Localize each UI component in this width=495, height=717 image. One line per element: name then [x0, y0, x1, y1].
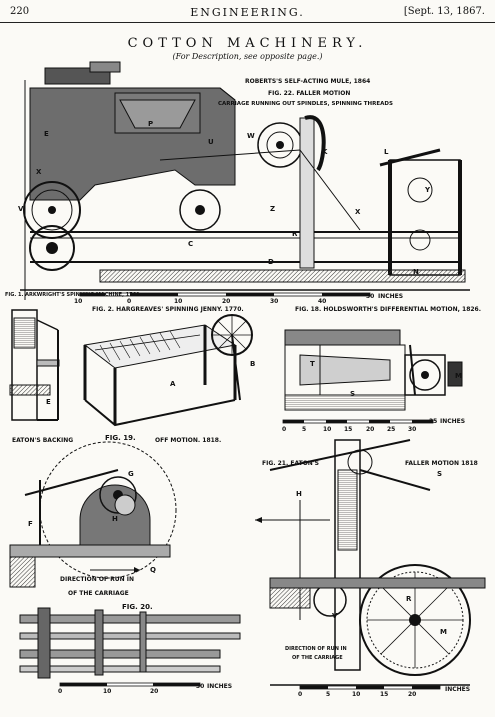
scale-top-tick: 20 [222, 298, 231, 305]
ref-letter: N [413, 268, 419, 276]
direction-right-caption: DIRECTION OF RUN IN [285, 646, 347, 652]
scale-br-tick: 20 [408, 691, 417, 698]
ref-letter: M [440, 628, 447, 636]
ref-letter: S [437, 470, 443, 478]
scale-top-tick: 10 [74, 298, 83, 305]
scale-bar-top [79, 292, 371, 297]
scale-mid-tick: 0 [282, 426, 287, 433]
page-header: 220 ENGINEERING. [Sept. 13, 1867. [0, 0, 495, 23]
scale-bl-unit: INCHES [207, 683, 233, 690]
scale-mid-unit: INCHES [440, 418, 466, 425]
scale-top-unit: INCHES [378, 293, 404, 300]
eaton-faller-figure [255, 439, 486, 686]
scale-mid-tick: 20 [366, 426, 375, 433]
fig19-caption: FIG. 19. [105, 434, 136, 442]
scale-bar-bottom-left [59, 682, 201, 687]
scale-bl-tick: 10 [103, 688, 112, 695]
ref-letter: L [384, 148, 389, 156]
scale-mid-tick: 25 [387, 426, 396, 433]
ref-letter: R [406, 595, 412, 603]
ref-letter: H [296, 490, 302, 498]
plate-title: COTTON MACHINERY. [127, 36, 368, 51]
holdsworth-differential-figure [284, 329, 463, 411]
scale-br-unit: INCHES [445, 686, 471, 693]
ref-letter: Y [425, 186, 431, 194]
scale-top-tick: 10 [174, 298, 183, 305]
scale-bl-tick: 30 [196, 683, 205, 690]
eaton-backing-caption: EATON'S BACKING [12, 437, 74, 444]
ref-letter: K [322, 148, 328, 156]
arkwright-machine-figure [9, 309, 60, 421]
fig20-plan-figure [19, 607, 241, 679]
ref-letter: X [36, 168, 42, 176]
ref-letter: F [28, 520, 33, 528]
scale-br-tick: 0 [298, 691, 303, 698]
ref-letter: E [46, 398, 51, 406]
fig20-caption: FIG. 20. [122, 603, 153, 611]
ref-letter: S [350, 390, 356, 398]
direction-left-caption: DIRECTION OF RUN IN [60, 576, 135, 583]
ref-letter: C [188, 240, 194, 248]
eaton-backing-off-figure [9, 441, 177, 588]
scale-mid-tick: 15 [344, 426, 353, 433]
carriage-left-caption: OF THE CARRIAGE [68, 590, 129, 597]
fig1-caption: FIG. 1. ARKWRIGHT'S SPINNING MACHINE, 17… [5, 292, 142, 298]
fig2-caption: FIG. 2. HARGREAVES' SPINNING JENNY. 1770… [92, 306, 244, 313]
scale-bar-mid [282, 419, 434, 424]
faller-1818-caption: FALLER MOTION 1818 [405, 460, 478, 467]
ref-letter: W [247, 132, 255, 140]
fig18-caption: FIG. 18. HOLDSWORTH'S DIFFERENTIAL MOTIO… [295, 306, 482, 313]
scale-bl-tick: 20 [150, 688, 159, 695]
issue-date: [Sept. 13, 1867. [403, 6, 485, 17]
scale-br-tick: 15 [380, 691, 389, 698]
ref-letter: Z [270, 205, 276, 213]
roberts-mule-caption: ROBERTS'S SELF-ACTING MULE, 1864 [245, 78, 371, 85]
ref-letter: Q [150, 566, 156, 574]
scale-top-tick: 0 [127, 298, 132, 305]
ref-letter: P [148, 120, 154, 128]
ref-letter: T [310, 360, 315, 368]
journal-name: ENGINEERING. [190, 6, 305, 19]
scale-top-tick: 50 [366, 293, 375, 300]
ref-letter: E [44, 130, 49, 138]
roberts-mule-figure [20, 61, 470, 300]
ref-letter: U [208, 138, 214, 146]
ref-letter: V [18, 205, 24, 213]
ref-letter: V [332, 612, 338, 620]
ref-letter: R [292, 230, 298, 238]
carriage-caption: CARRIAGE RUNNING OUT SPINDLES, SPINNING … [218, 101, 393, 107]
ref-letter: B [250, 360, 256, 368]
spinning-jenny-figure [83, 314, 253, 427]
plate-subtitle: (For Description, see opposite page.) [172, 52, 323, 61]
scale-mid-tick: 10 [323, 426, 332, 433]
scale-mid-tick: 30 [408, 426, 417, 433]
scale-br-tick: 5 [326, 691, 331, 698]
scale-top-tick: 30 [270, 298, 279, 305]
off-motion-caption: OFF MOTION. 1818. [155, 437, 222, 444]
carriage-right-caption: OF THE CARRIAGE [292, 655, 343, 661]
scale-top-tick: 40 [318, 298, 327, 305]
scale-bar-bottom-right [299, 685, 441, 690]
fig22-caption: FIG. 22. FALLER MOTION [268, 90, 351, 97]
ref-letter: H [112, 515, 118, 523]
ref-letter: A [170, 380, 176, 388]
scale-mid-tick: 5 [302, 426, 307, 433]
scale-br-tick: 10 [352, 691, 361, 698]
ref-letter: M [455, 372, 462, 380]
scale-bl-tick: 0 [58, 688, 63, 695]
page-number: 220 [10, 6, 30, 17]
ref-letter: G [128, 470, 134, 478]
ref-letter: D [268, 258, 274, 266]
ref-letter: X [355, 208, 361, 216]
fig21-caption: FIG. 21. EATON'S [262, 460, 319, 467]
scale-mid-tick: 35 [429, 418, 438, 425]
